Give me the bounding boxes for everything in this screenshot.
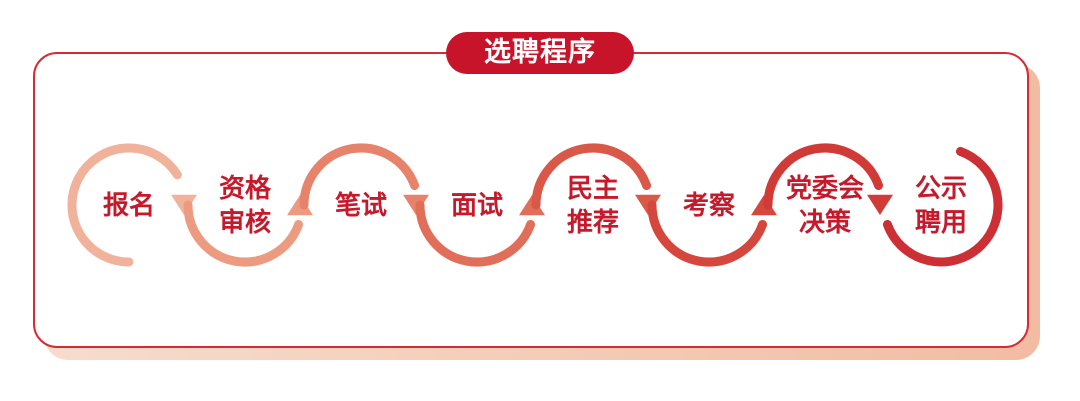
step-arc <box>882 146 1003 267</box>
process-step: 考察 <box>647 191 777 267</box>
process-step: 面试 <box>415 191 545 267</box>
step-label: 民主 <box>567 174 619 204</box>
step-arc <box>183 200 304 267</box>
step-label: 考察 <box>683 191 736 221</box>
step-label: 面试 <box>451 191 503 221</box>
step-label: 党委会 <box>786 174 864 204</box>
step-arc <box>415 200 536 267</box>
process-step: 报名 <box>67 143 197 267</box>
step-label: 聘用 <box>915 208 967 238</box>
step-arc <box>647 200 768 267</box>
diagram-title: 选聘程序 <box>446 32 634 74</box>
step-label: 公示 <box>915 174 967 204</box>
step-arc <box>763 143 884 210</box>
arrow-head-icon <box>867 194 893 215</box>
step-arc <box>531 143 652 210</box>
step-label: 资格 <box>219 173 272 204</box>
step-label: 审核 <box>219 207 271 238</box>
step-label: 报名 <box>103 190 155 221</box>
step-arc <box>299 143 420 210</box>
process-step: 笔试 <box>299 143 429 221</box>
step-arc <box>67 143 182 267</box>
step-label: 决策 <box>799 207 851 238</box>
step-label: 推荐 <box>567 208 619 238</box>
step-label: 笔试 <box>335 190 387 221</box>
